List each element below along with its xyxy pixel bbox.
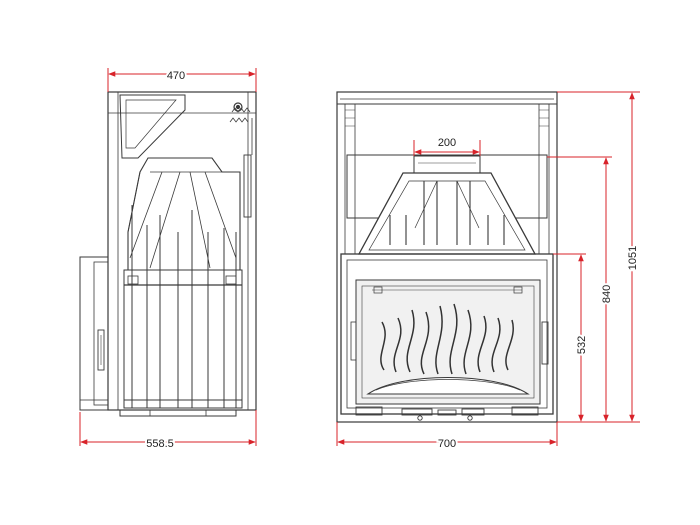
- front-left-hinge: [350, 321, 357, 361]
- side-view: [79, 91, 257, 417]
- front-door-handle: [541, 321, 549, 365]
- front-top-rail: [336, 91, 558, 105]
- side-pulley: [233, 102, 243, 112]
- side-counterweight-arm: [119, 94, 186, 159]
- dimension-labels: 470 558.5 200 700 1051 840 532: [144, 68, 641, 452]
- front-flue-collar: [413, 155, 481, 174]
- side-gear-teeth: [229, 107, 251, 123]
- dimension-lines: [79, 68, 640, 446]
- side-cage: [123, 269, 243, 409]
- side-base: [119, 410, 237, 417]
- side-frame-inner: [117, 91, 249, 411]
- side-rail: [243, 154, 252, 218]
- front-hood-bars: [389, 181, 505, 245]
- dim-door-height-label: 532: [576, 336, 588, 354]
- dim-total-height-label: 1051: [627, 246, 639, 270]
- dim-upper-height-label: 840: [601, 285, 613, 303]
- front-bottom-controls: [341, 406, 553, 421]
- front-hood: [357, 172, 537, 255]
- front-flames: [380, 303, 514, 375]
- dim-front-bottom-label: 700: [438, 438, 456, 450]
- front-view: [336, 91, 558, 423]
- side-handle: [97, 329, 105, 371]
- dim-side-top-label: 470: [167, 70, 185, 82]
- dim-side-bottom-label: 558.5: [146, 438, 174, 450]
- side-hood: [127, 157, 241, 271]
- dim-front-top-label: 200: [438, 137, 456, 149]
